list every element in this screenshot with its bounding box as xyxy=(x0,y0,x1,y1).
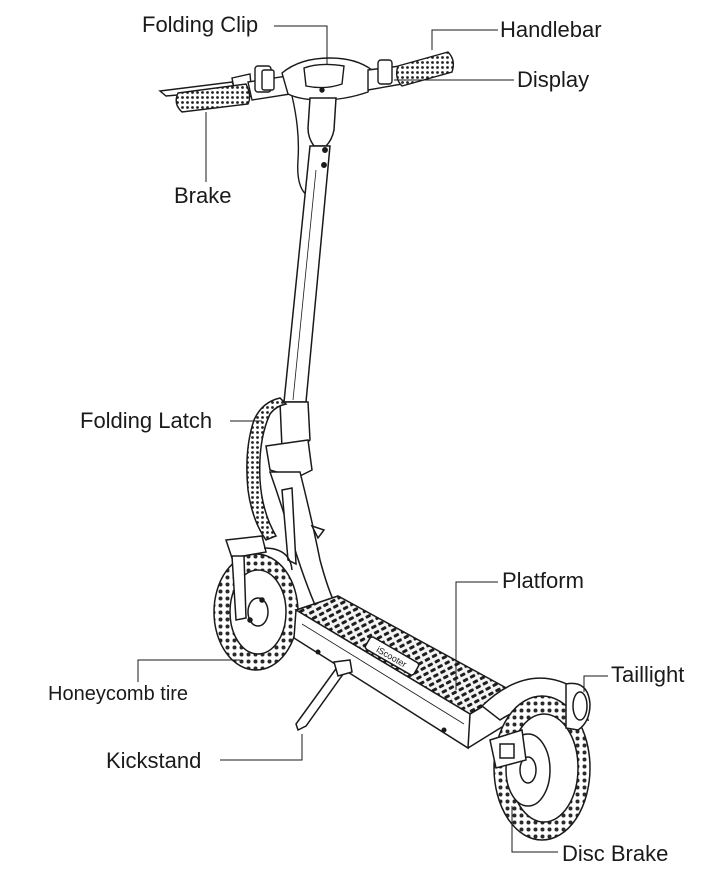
leader-taillight xyxy=(583,675,608,692)
label-disc-brake: Disc Brake xyxy=(562,841,669,866)
leader-kickstand xyxy=(220,734,303,761)
leader-disc-brake xyxy=(511,806,558,853)
label-brake: Brake xyxy=(174,183,232,208)
label-display: Display xyxy=(517,67,590,92)
folding-latch-loop xyxy=(246,397,288,541)
label-handlebar: Handlebar xyxy=(500,17,602,42)
leader-folding-clip xyxy=(274,25,328,64)
frame-neck xyxy=(268,471,338,613)
label-taillight: Taillight xyxy=(611,662,685,687)
kickstand-shape xyxy=(295,659,353,732)
handlebar-group xyxy=(158,51,455,197)
left-grip xyxy=(175,83,251,113)
folding-mechanism xyxy=(246,397,313,541)
rear-wheel xyxy=(480,677,591,841)
right-grip xyxy=(395,51,455,87)
leader-honeycomb xyxy=(137,659,240,682)
label-kickstand: Kickstand xyxy=(106,748,202,773)
label-folding-clip: Folding Clip xyxy=(142,12,259,37)
label-honeycomb-tire: Honeycomb tire xyxy=(48,683,189,705)
front-wheel xyxy=(213,535,299,671)
leader-handlebar xyxy=(431,29,498,50)
label-folding-latch: Folding Latch xyxy=(80,408,213,433)
leader-platform xyxy=(455,581,498,690)
label-platform: Platform xyxy=(502,568,584,593)
deck: iScooter xyxy=(293,595,512,750)
stem xyxy=(283,97,337,403)
leader-lines xyxy=(137,25,608,853)
